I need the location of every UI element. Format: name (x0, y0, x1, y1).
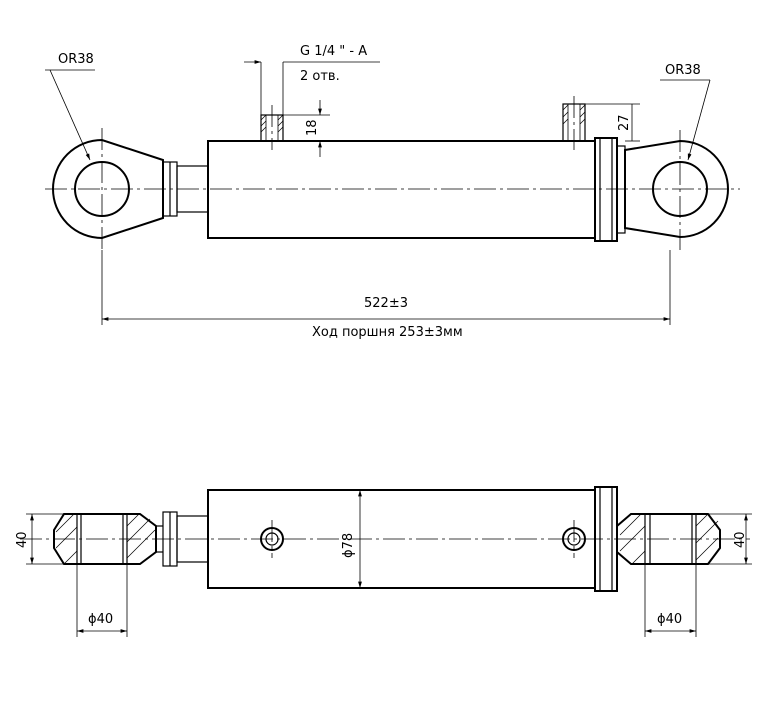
left-rod-eye (52, 128, 164, 250)
port-height-label: 18 (305, 119, 320, 136)
bottom-view: ϕ78 40 40 ϕ40 ϕ40 (15, 486, 752, 637)
radius-left-callout: OR38 (45, 52, 95, 161)
left-eye-side (53, 513, 157, 565)
bore-right-label: ϕ40 (657, 612, 682, 627)
rod-neck-top (162, 161, 209, 217)
bore-left-label: ϕ40 (88, 612, 113, 627)
top-view: G 1/4 " - A 2 отв. 18 27 OR38 OR38 (45, 44, 740, 340)
right-eye (624, 130, 729, 250)
eye-width-right-label: 40 (733, 531, 748, 548)
port-right (562, 96, 586, 150)
port-thread-callout: G 1/4 " - A 2 отв. (244, 44, 380, 115)
bore-right-dimension: ϕ40 (644, 564, 697, 637)
radius-left-label: OR38 (58, 52, 94, 67)
barrel-top (207, 137, 626, 242)
end-height-dimension: 27 (585, 103, 640, 142)
overall-length-dimension: 522±3 Ход поршня 253±3мм (101, 250, 671, 340)
bore-left-dimension: ϕ40 (76, 564, 128, 637)
stroke-note: Ход поршня 253±3мм (312, 325, 463, 340)
port-thread-label: G 1/4 " - A (300, 44, 367, 59)
eye-width-right-dimension: 40 (708, 513, 752, 565)
overall-length-label: 522±3 (364, 296, 408, 311)
port-height-dimension: 18 (283, 100, 330, 157)
radius-right-label: OR38 (665, 63, 701, 78)
eye-width-left-dimension: 40 (15, 513, 64, 565)
port-count-label: 2 отв. (300, 69, 340, 84)
barrel-bottom (207, 486, 618, 592)
barrel-diameter-label: ϕ78 (341, 533, 356, 558)
port-left (260, 105, 284, 150)
end-height-label: 27 (617, 114, 632, 131)
eye-width-left-label: 40 (15, 531, 30, 548)
radius-right-callout: OR38 (660, 63, 711, 161)
barrel-diameter-dimension: ϕ78 (341, 490, 362, 588)
right-eye-side (616, 513, 721, 565)
